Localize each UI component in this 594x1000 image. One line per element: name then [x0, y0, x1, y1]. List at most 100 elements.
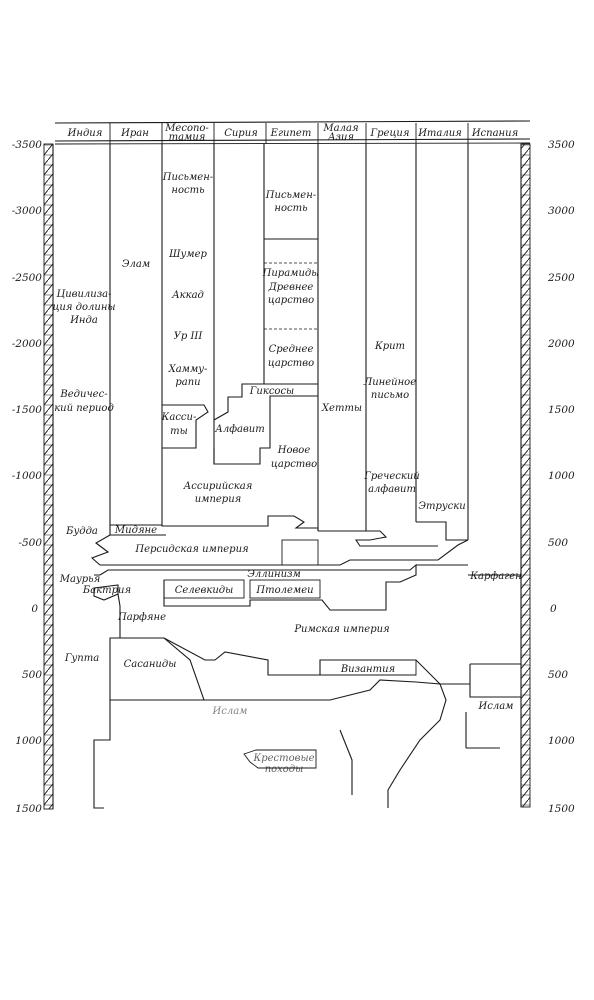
- label-linear-2: письмо: [371, 390, 409, 401]
- bactria-boundary: [93, 574, 119, 601]
- header-spain: Испания: [471, 128, 518, 139]
- left-tick-minus-3000: -3000: [12, 205, 43, 217]
- label-gupta: Гупта: [64, 653, 99, 664]
- header-mesopotamia-1: Месопо-: [164, 123, 209, 134]
- right-tick-1000: 1000: [548, 470, 575, 482]
- label-kassites-2: ты: [170, 426, 188, 437]
- label-byzantium: Византия: [340, 664, 395, 675]
- header-separators: [109, 123, 469, 144]
- right-tick-500: 500: [548, 537, 568, 549]
- label-ptolemies: Птолемеи: [255, 585, 313, 596]
- left-tick-minus-500: -500: [18, 537, 42, 549]
- left-tick-zero: 0: [31, 603, 38, 615]
- label-greek-alphabet-1: Греческий: [363, 471, 420, 482]
- label-old-kingdom-1: Древнее: [268, 282, 314, 293]
- label-hellenism: Эллинизм: [247, 569, 301, 580]
- ptolemies-box: [249, 579, 321, 599]
- carthage-boundary: [416, 521, 521, 576]
- label-crusades-2: походы: [265, 764, 304, 775]
- label-islam-center: Ислам: [212, 706, 248, 717]
- label-parthians: Парфяне: [117, 612, 166, 623]
- right-tick-3000: 3000: [548, 205, 575, 217]
- label-akkad: Аккад: [171, 290, 204, 301]
- left-tick-minus-2500: -2500: [12, 272, 43, 284]
- header-mesopotamia-2: тамия: [169, 132, 206, 143]
- label-carthage: Карфаген: [469, 571, 521, 582]
- right-tick-2500: 2500: [547, 272, 575, 284]
- right-axis-ticks: 3500 3000 2500 2000 1500 1000 500 0 500 …: [547, 139, 575, 815]
- right-axis-bar: [520, 143, 531, 808]
- label-assyria-2: империя: [195, 494, 242, 505]
- label-bactria: Бактрия: [82, 585, 131, 596]
- label-hammurabi-1: Хамму-: [168, 364, 208, 375]
- label-crusades-1: Крестовые: [252, 753, 314, 764]
- right-tick-2000: 2000: [547, 338, 575, 350]
- right-tick-zero: 0: [550, 603, 557, 615]
- right-tick-1000-ad: 1000: [548, 735, 575, 747]
- labels: Цивилиза- ция долины Инда Ведичес- кий п…: [52, 172, 521, 775]
- header-asia-minor-2: Азия: [327, 132, 354, 143]
- label-alphabet: Алфавит: [214, 424, 264, 435]
- label-pyramids: Пирамиды: [262, 268, 320, 279]
- label-hyksos: Гиксосы: [249, 386, 294, 397]
- column-headers: Индия Иран Месопо- тамия Сирия Египет Ма…: [67, 123, 519, 143]
- crusades-box: [243, 749, 317, 769]
- header-asia-minor-1: Малая: [322, 123, 358, 134]
- roman-empire-boundary: [163, 637, 470, 685]
- label-islam-right: Ислам: [478, 701, 514, 712]
- label-old-kingdom-2: царство: [268, 295, 314, 306]
- label-elam: Элам: [122, 259, 150, 270]
- label-sumer: Шумер: [168, 249, 207, 260]
- byzantium-box: [319, 660, 417, 676]
- label-ur-iii: Ур III: [174, 331, 204, 342]
- medes-boundary: [110, 524, 166, 536]
- persian-empire-band: [90, 525, 469, 566]
- header-india: Индия: [67, 128, 103, 139]
- right-tick-1500-ad: 1500: [548, 803, 575, 815]
- header-italy: Италия: [417, 128, 462, 139]
- label-india-civ-2: ция долины: [52, 302, 115, 313]
- label-buddha: Будда: [65, 526, 98, 537]
- assyria-boundary: [161, 448, 319, 531]
- header-iran: Иран: [120, 128, 149, 139]
- label-hammurabi-2: рапи: [175, 377, 200, 388]
- label-middle-kingdom-2: царство: [268, 358, 314, 369]
- label-egypt-writing-1: Письмен-: [265, 190, 317, 201]
- left-tick-1000: 1000: [15, 735, 42, 747]
- label-meso-writing-1: Письмен-: [162, 172, 214, 183]
- left-tick-1500: 1500: [15, 803, 42, 815]
- header-syria: Сирия: [224, 128, 258, 139]
- label-india-vedic-1: Ведичес-: [59, 389, 108, 400]
- label-hittites: Хетты: [321, 403, 362, 414]
- label-assyria-1: Ассирийская: [183, 481, 253, 492]
- left-tick-minus-1000: -1000: [12, 470, 43, 482]
- label-etruscans: Этруски: [418, 501, 465, 512]
- label-sassanids: Сасаниды: [124, 659, 177, 670]
- left-tick-minus-3500: -3500: [12, 139, 43, 151]
- label-greek-alphabet-2: алфавит: [368, 484, 416, 495]
- header-greece: Греция: [370, 128, 410, 139]
- hellenism-boundary: [99, 563, 417, 611]
- label-linear-1: Линейное: [363, 377, 416, 388]
- right-tick-500-ad: 500: [548, 669, 568, 681]
- label-new-kingdom-2: царство: [271, 459, 317, 470]
- label-india-civ-3: Инда: [69, 315, 98, 326]
- left-axis-bar: [43, 143, 54, 810]
- label-india-vedic-2: кий период: [54, 403, 114, 414]
- label-kassites-1: Касси-: [161, 412, 197, 423]
- label-roman-empire: Римская империя: [293, 624, 389, 635]
- left-tick-minus-2000: -2000: [12, 338, 43, 350]
- hyksos-boundary: [213, 383, 318, 465]
- right-tick-1500: 1500: [548, 404, 575, 416]
- column-header-band: [54, 120, 531, 145]
- label-maurya: Маурья: [59, 574, 100, 585]
- column-lines: [109, 144, 469, 540]
- label-middle-kingdom-1: Среднее: [269, 344, 314, 355]
- header-egypt: Египет: [270, 128, 312, 139]
- label-seleucids: Селевкиды: [175, 585, 234, 596]
- label-crete: Крит: [374, 341, 405, 352]
- left-axis-ticks: -3500 -3000 -2500 -2000 -1500 -1000 -500…: [12, 139, 43, 815]
- persian-inner-box: [281, 539, 319, 566]
- seleucids-box: [163, 579, 245, 599]
